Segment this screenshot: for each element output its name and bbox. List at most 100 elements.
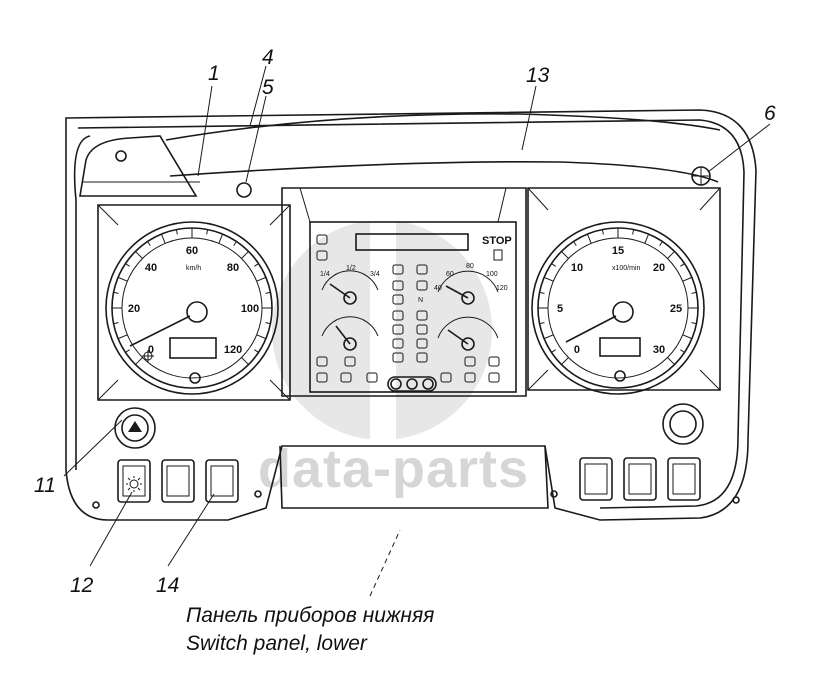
tachometer-label: 30 [653,344,665,356]
warning-lamp-icon [464,356,476,367]
watermark: data-parts [258,439,530,499]
tachometer-tick-mark [667,251,675,259]
speedometer-tick-mark [125,349,130,353]
center-cluster: STOP 1/4 1/2 3/4 40 60 80 100 120 N [281,187,527,397]
tachometer-label: 15 [612,245,624,257]
speedometer-label: 40 [145,262,157,274]
tachometer-label: 0 [574,344,580,356]
warning-lamp-icon [392,280,404,291]
speedometer-label: 20 [128,303,140,315]
warning-lamp-icon [464,372,476,383]
speedometer-tick-mark [218,233,224,244]
temp-tick-80: 80 [466,263,474,270]
warning-lamp-icon [340,372,352,383]
speedometer-tick-mark [135,251,143,259]
tachometer-tick-mark [632,229,635,235]
fuel-tick-half: 1/2 [346,265,356,272]
tachometer-tick-mark [682,276,693,282]
tachometer-tick-mark [667,357,675,365]
speedometer-tick-mark [241,251,249,259]
tachometer-tick-mark [561,251,569,259]
tachometer-tick-mark [539,322,545,325]
tachometer-tick-mark [543,276,554,282]
callout-5: 5 [262,76,274,99]
tachometer-tick-mark [644,233,650,244]
warning-lamp-icon [344,356,356,367]
speedometer-tick-mark [265,322,271,325]
left-rocker-switches [117,459,239,503]
speedometer-unit: km/h [186,265,201,272]
temp-tick-100: 100 [486,271,498,278]
warning-lamp-icon [392,338,404,349]
callout-6: 6 [764,102,776,125]
callout-13: 13 [526,64,550,87]
warning-lamp-icon [316,356,328,367]
speedometer-tick-mark [256,334,267,340]
speedometer-label: 60 [186,245,198,257]
speedometer-label: 120 [224,344,242,356]
callout-11: 11 [34,474,56,497]
tachometer-tick-mark [691,291,697,294]
warning-lamp-icon [416,264,428,275]
tachometer-label: 20 [653,262,665,274]
warning-lamp-icon [392,352,404,363]
speedometer-tick-mark [117,334,128,340]
leader-lines [63,65,771,597]
tachometer-tick-mark [543,334,554,340]
hazard-switch [114,407,156,449]
dashboard-housing [65,109,757,521]
tachometer-tick-mark [680,349,685,353]
warning-lamp-icon [316,372,328,383]
warning-lamp-icon [392,324,404,335]
tachometer-unit: x100/min [612,265,641,272]
caption-russian: Панель приборов нижняя [186,604,435,627]
warning-lamp-icon [416,310,428,321]
warning-lamp-icon [392,264,404,275]
warning-lamp-icon [366,372,378,383]
callout-1: 1 [208,62,220,85]
tachometer-tick-mark [682,334,693,340]
speedometer-tick-mark [254,263,259,267]
temp-tick-120: 120 [496,285,508,292]
speedometer-tick-mark [233,241,237,246]
warning-lamp-icon [316,234,328,245]
speedometer-label: 0 [148,344,154,356]
speedometer-tick-mark [135,357,143,365]
speedometer-tick-mark [113,291,119,294]
tachometer-tick-mark [680,263,685,267]
neutral-indicator: N [418,297,423,304]
tachometer-tick-mark [659,241,663,246]
callout-12: 12 [70,574,94,597]
speedometer-tick-mark [241,357,249,365]
warning-lamp-icon [416,324,428,335]
speedometer-tick-mark [113,322,119,325]
speedometer-tick-mark [206,229,209,235]
warning-lamp-icon [316,250,328,261]
tachometer-label: 25 [670,303,682,315]
speedometer-tick-mark [117,276,128,282]
tachometer-tick-mark [551,349,556,353]
right-round-switch [662,403,704,445]
speedometer-tick-mark [125,263,130,267]
speedometer-label: 80 [227,262,239,274]
warning-lamp-icon [392,294,404,305]
tachometer-tick-mark [691,322,697,325]
tachometer-tick-mark [601,229,604,235]
warning-lamp-icon [416,338,428,349]
caption-english: Switch panel, lower [186,632,367,655]
speedometer-tick-mark [265,291,271,294]
center-buttons [387,376,437,392]
warning-lamp-icon [416,280,428,291]
tachometer-label: 5 [557,303,563,315]
warning-lamp-icon [488,372,500,383]
callout-4: 4 [262,46,274,69]
callout-14: 14 [156,574,179,597]
temp-tick-60: 60 [446,271,454,278]
right-rocker-switches [579,457,701,501]
fuel-tick-3q: 3/4 [370,271,380,278]
speedometer-tick-mark [256,276,267,282]
speedometer-tick-mark [147,241,151,246]
